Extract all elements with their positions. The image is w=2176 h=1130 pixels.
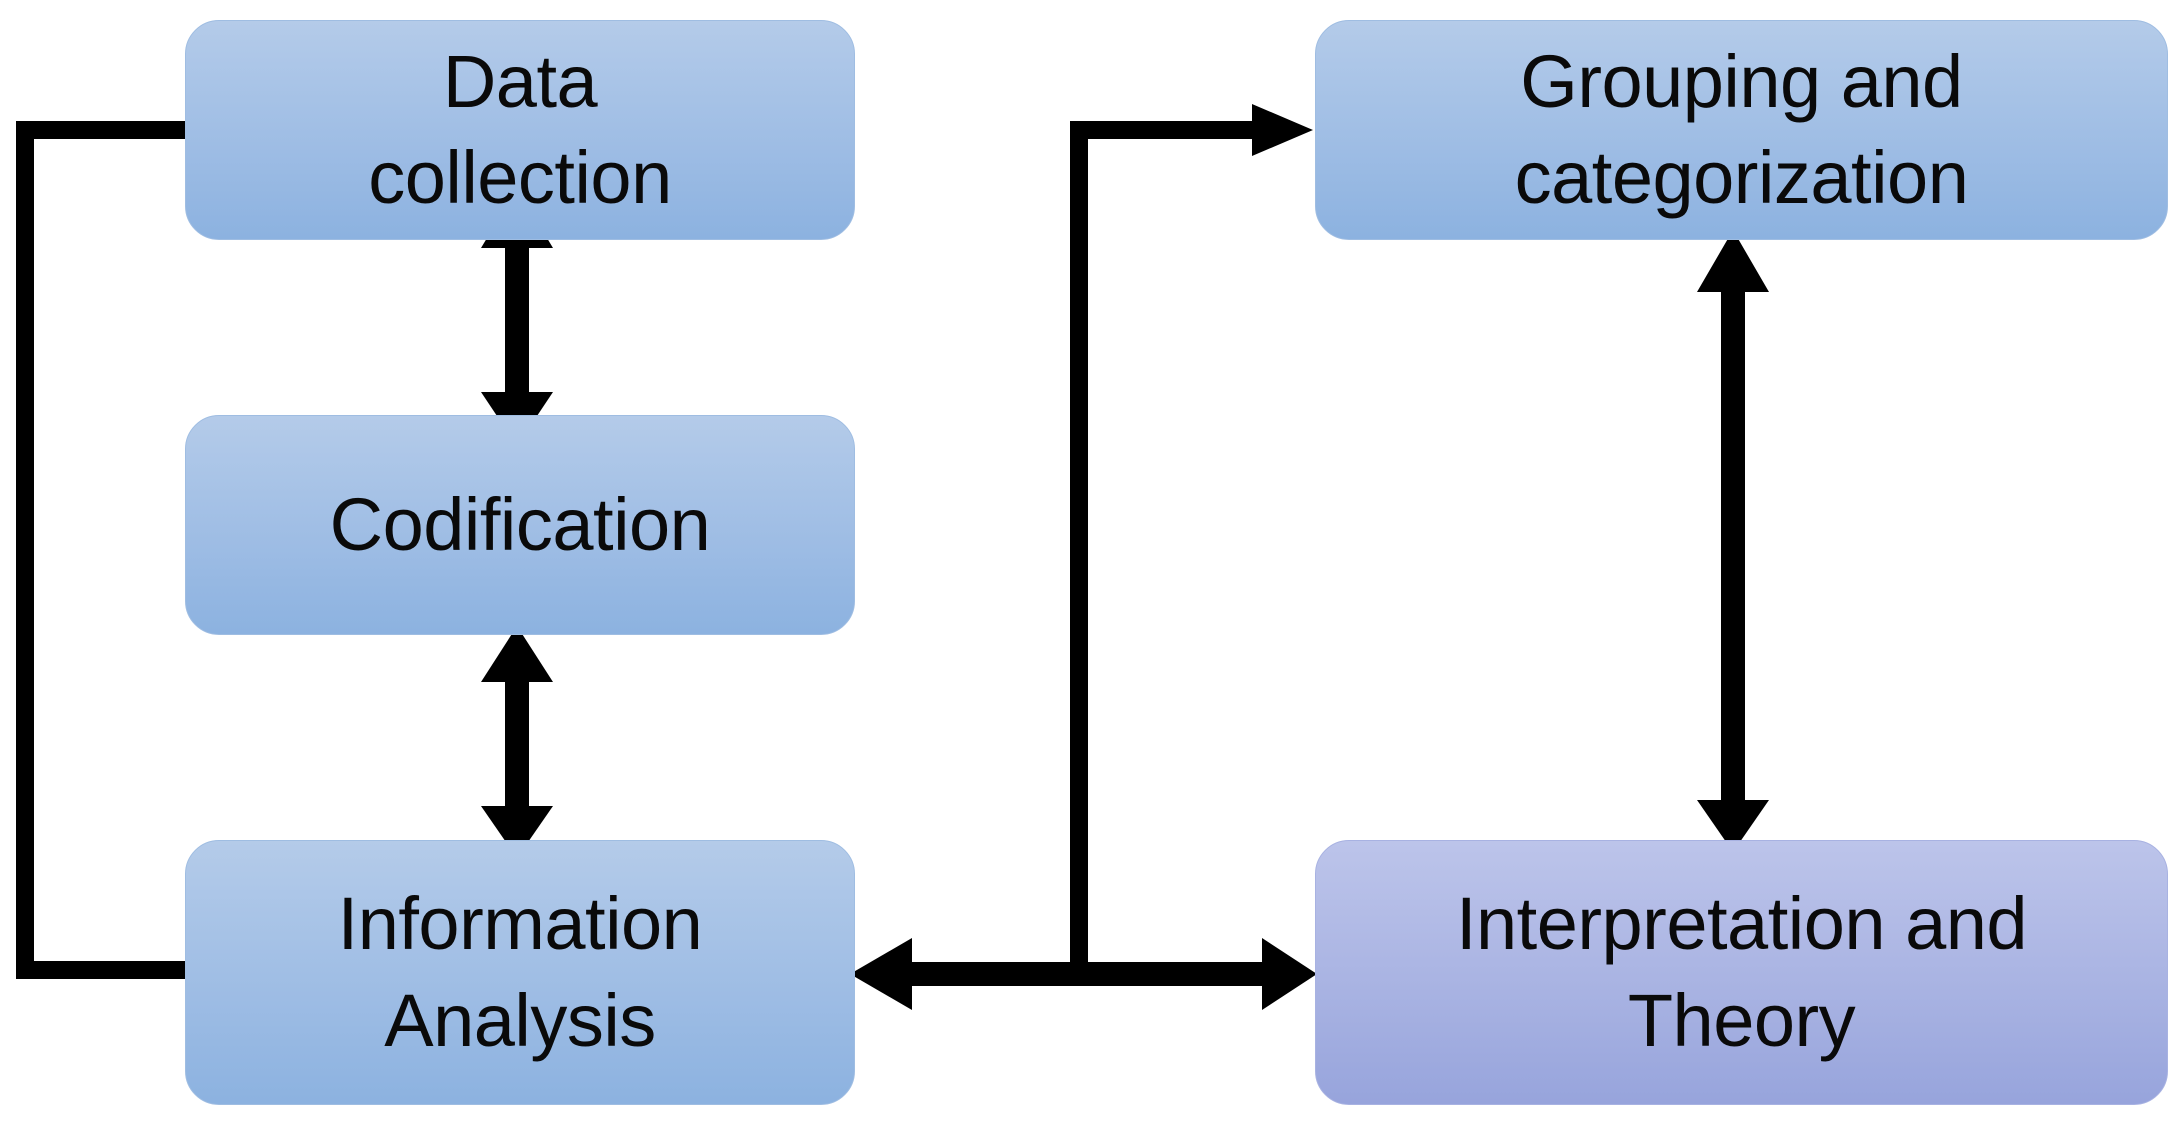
node-grouping-and-categorization[interactable]: Grouping and categorization — [1315, 20, 2168, 240]
node-grouping-and-categorization-label: Grouping and categorization — [1514, 39, 1969, 219]
node-data-collection[interactable]: Data collection — [185, 20, 855, 240]
edge-analysis-branch-to-grouping — [1070, 104, 1313, 973]
node-information-analysis-label: Information Analysis — [337, 882, 703, 1062]
node-codification[interactable]: Codification — [185, 415, 855, 635]
edge-analysis-interpretation-double-arrow — [850, 938, 1317, 1010]
node-interpretation-and-theory-label: Interpretation and Theory — [1455, 882, 2028, 1062]
node-interpretation-and-theory[interactable]: Interpretation and Theory — [1315, 840, 2168, 1105]
edge-grouping-interpretation-double-arrow — [1697, 230, 1769, 852]
node-codification-label: Codification — [329, 482, 711, 566]
node-information-analysis[interactable]: Information Analysis — [185, 840, 855, 1105]
edge-codification-analysis-double-arrow — [481, 626, 553, 858]
node-data-collection-label: Data collection — [368, 39, 672, 219]
